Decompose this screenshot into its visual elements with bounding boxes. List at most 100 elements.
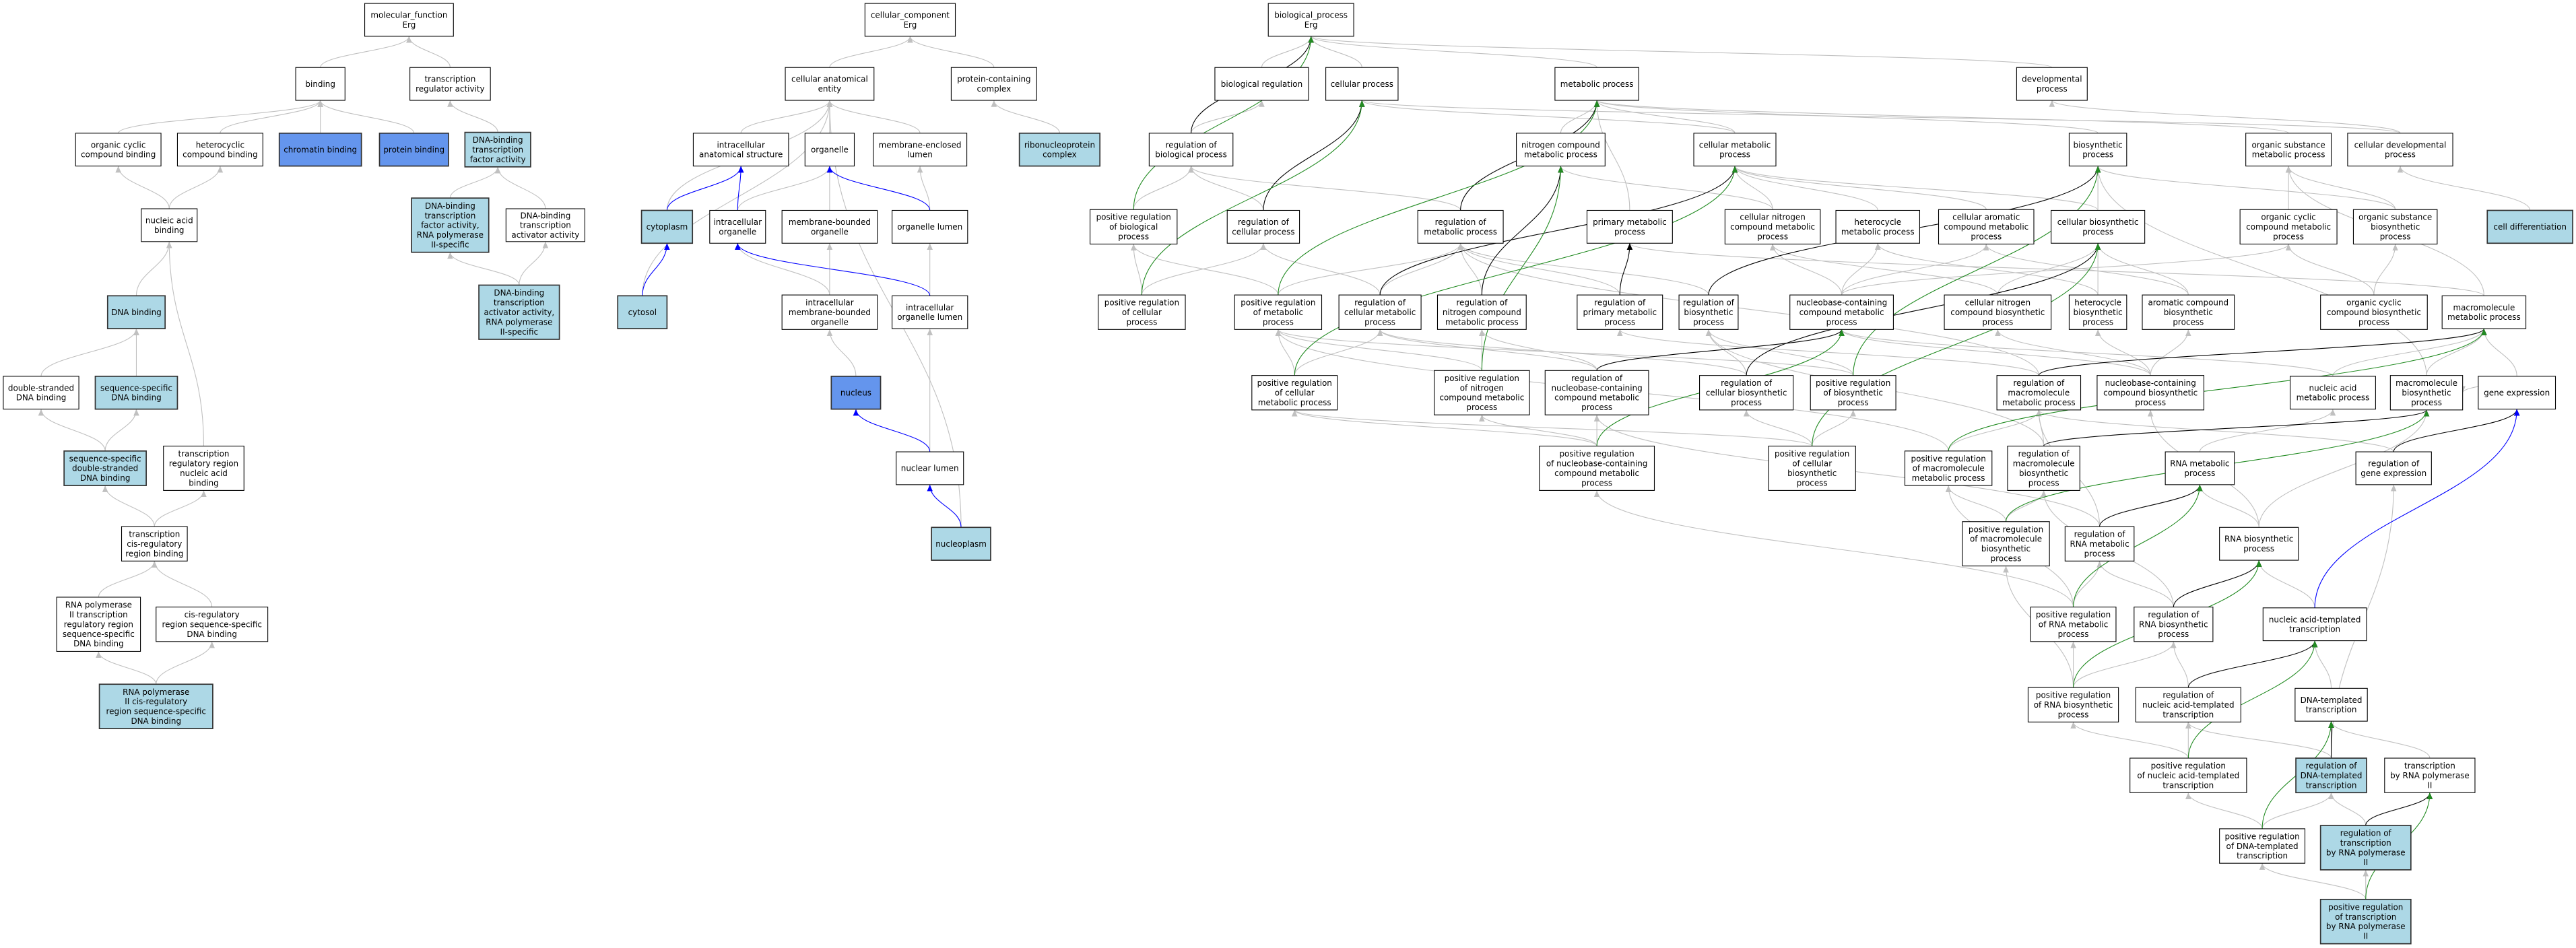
go-term-node-breg[interactable]: biological regulation — [1214, 67, 1309, 101]
go-term-node-celldiff[interactable]: cell differentiation — [2486, 209, 2573, 244]
go-term-node-cyto[interactable]: cytoplasm — [640, 209, 694, 244]
go-term-node-ge[interactable]: gene expression — [2478, 376, 2556, 410]
go-term-node-dnab[interactable]: DNA binding — [106, 295, 166, 329]
go-term-node-chrb[interactable]: chromatin binding — [278, 132, 362, 167]
go-term-node-npl[interactable]: nucleoplasm — [931, 527, 991, 561]
go-term-node-protb[interactable]: protein binding — [378, 132, 449, 167]
go-term-node-nl[interactable]: nuclear lumen — [896, 451, 964, 485]
go-term-node-cytosol[interactable]: cytosol — [617, 295, 668, 329]
go-term-node-mp[interactable]: metabolic process — [1554, 67, 1639, 101]
go-term-node-cp[interactable]: cellular process — [1325, 67, 1399, 101]
go-term-node-binding[interactable]: binding — [295, 67, 345, 101]
go-term-node-ol[interactable]: organelle lumen — [892, 209, 968, 244]
go-term-node-nucleus[interactable]: nucleus — [830, 376, 882, 410]
go-term-node-org[interactable]: organelle — [804, 133, 855, 167]
